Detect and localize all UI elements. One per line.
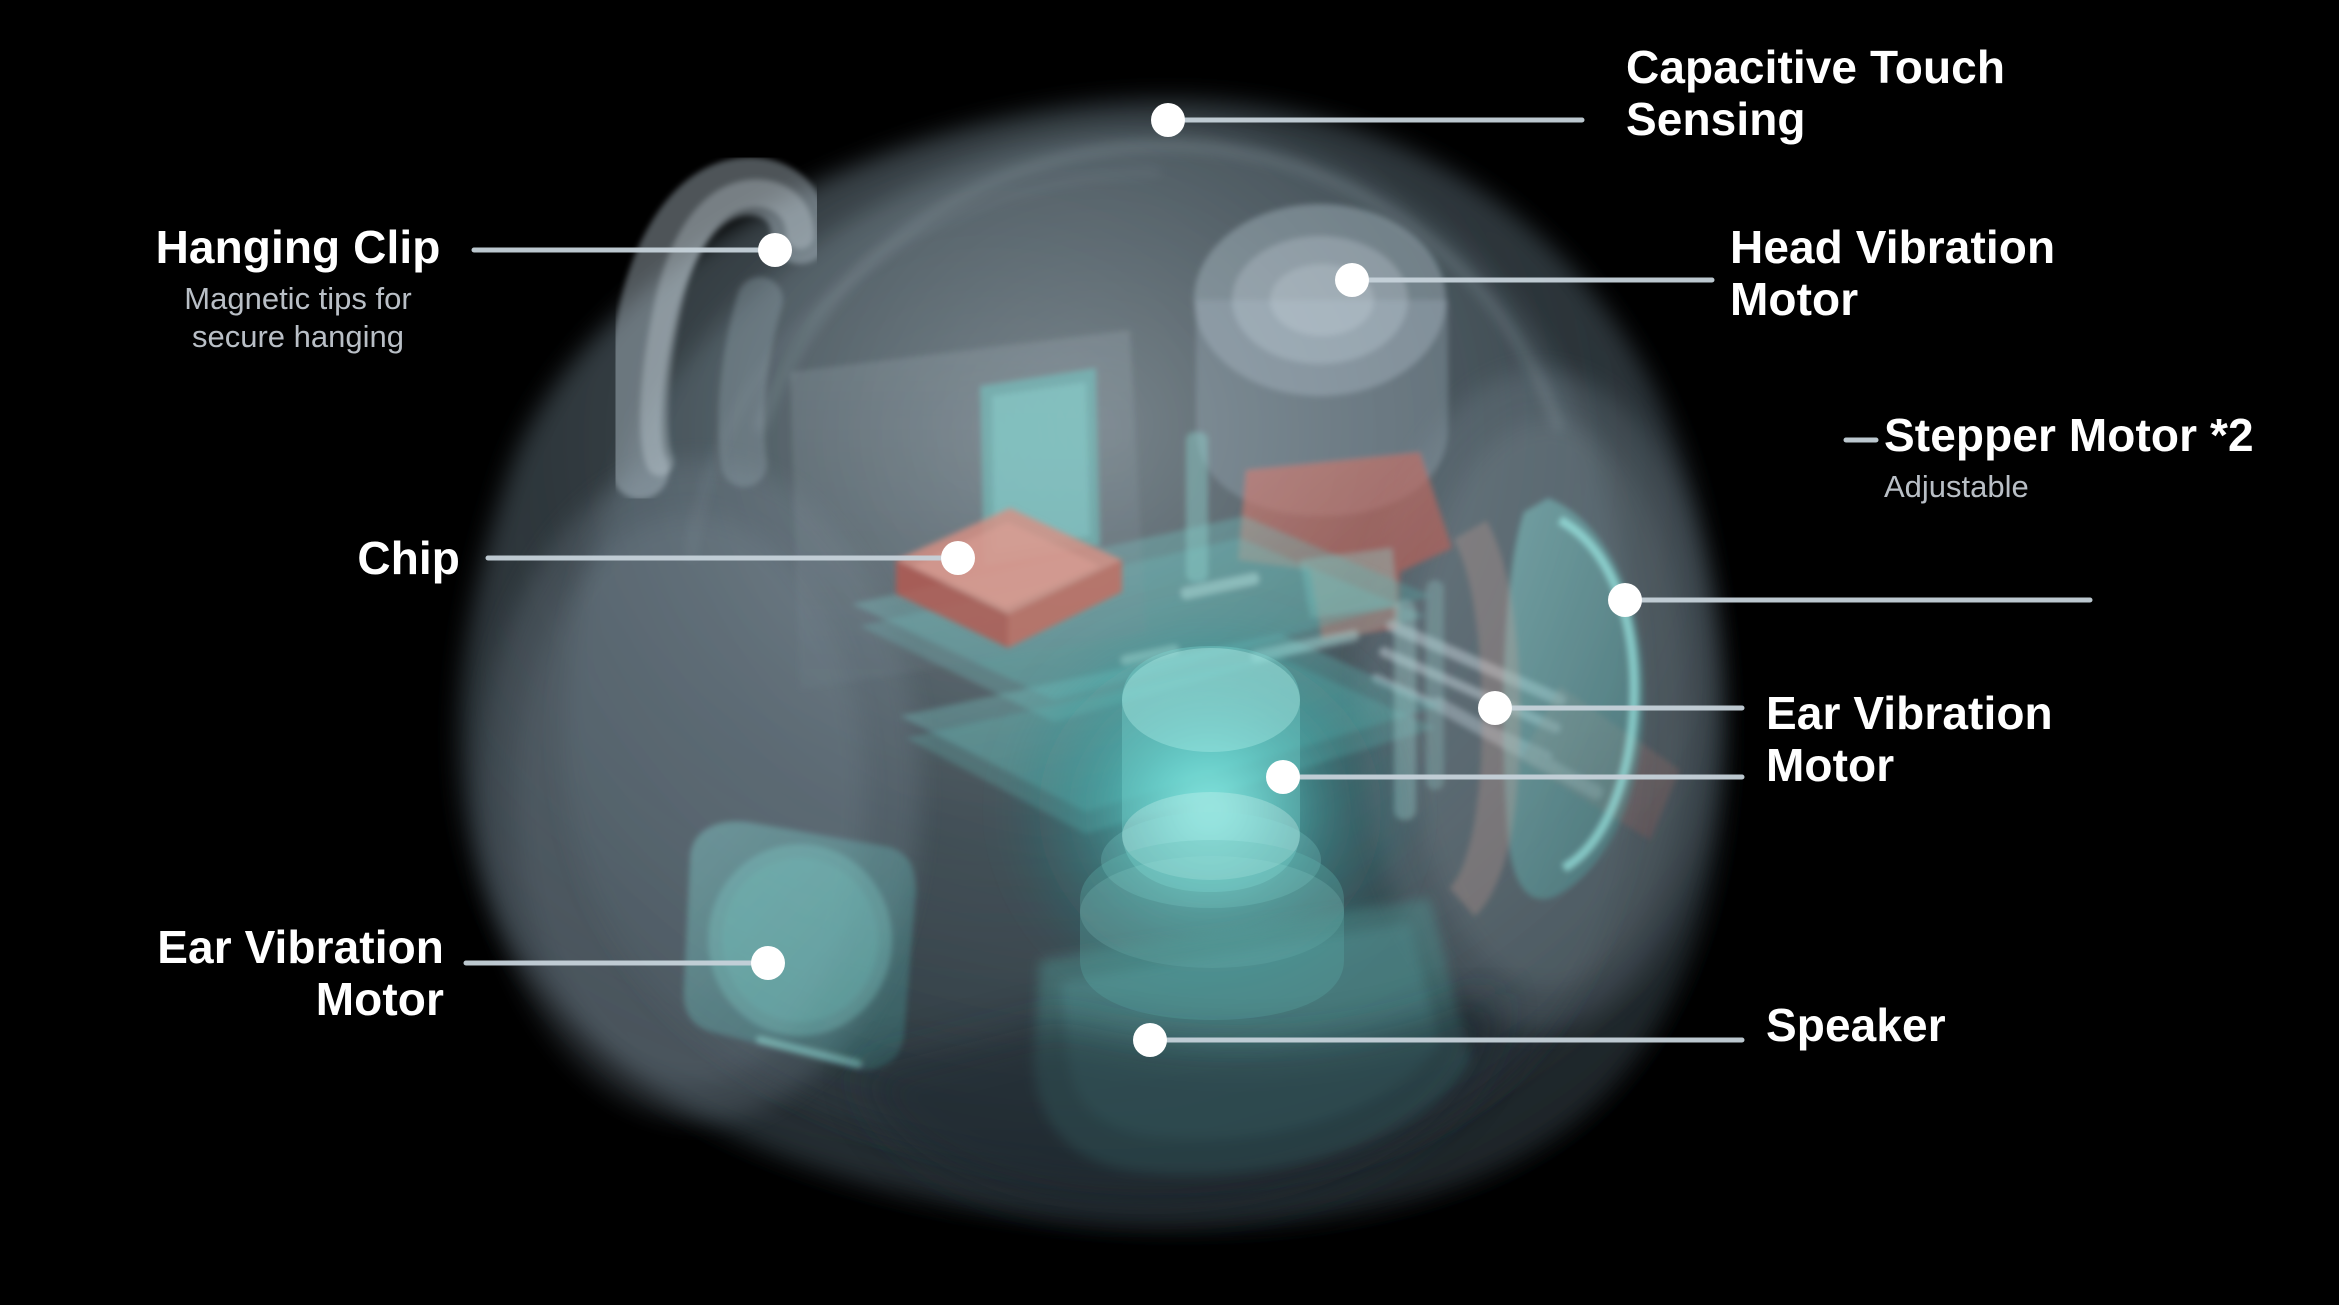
callout-title: Capacitive Touch Sensing [1626,41,2006,145]
callout-head-vibration-motor[interactable]: Head Vibration Motor [1730,221,2330,325]
callout-ear-vibration-motor-right[interactable]: Ear Vibration Motor [1766,687,2339,791]
callout-title: Chip [357,532,460,584]
callout-title: Speaker [1766,999,1946,1051]
callout-subtitle: Adjustable [1884,468,2029,504]
callout-capacitive-touch-sensing[interactable]: Capacitive Touch Sensing [1626,41,2246,145]
callout-title: Head Vibration Motor [1730,221,2056,325]
bottom-shadow [860,990,1497,1215]
callout-title: Ear Vibration Motor [157,921,444,1025]
callout-title: Hanging Clip [155,221,441,273]
callout-stepper-motor[interactable]: Stepper Motor *2 Adjustable [1884,409,2334,506]
callout-speaker[interactable]: Speaker [1766,999,2339,1052]
callout-title: Stepper Motor *2 [1884,409,2254,461]
shell-highlight [686,140,1565,561]
head-vibration-motor-part [1194,204,1452,640]
ear-vibration-motor-left-part [683,821,916,1070]
callout-title: Ear Vibration Motor [1766,687,2053,791]
chip-part [896,508,1122,648]
speaker-part [1000,610,1420,1020]
callout-chip[interactable]: Chip [0,532,460,585]
callout-hanging-clip[interactable]: Hanging Clip Magnetic tips for secure ha… [138,221,458,356]
callout-subtitle: Magnetic tips for secure hanging [184,280,412,354]
callout-ear-vibration-motor-left[interactable]: Ear Vibration Motor [0,921,444,1025]
